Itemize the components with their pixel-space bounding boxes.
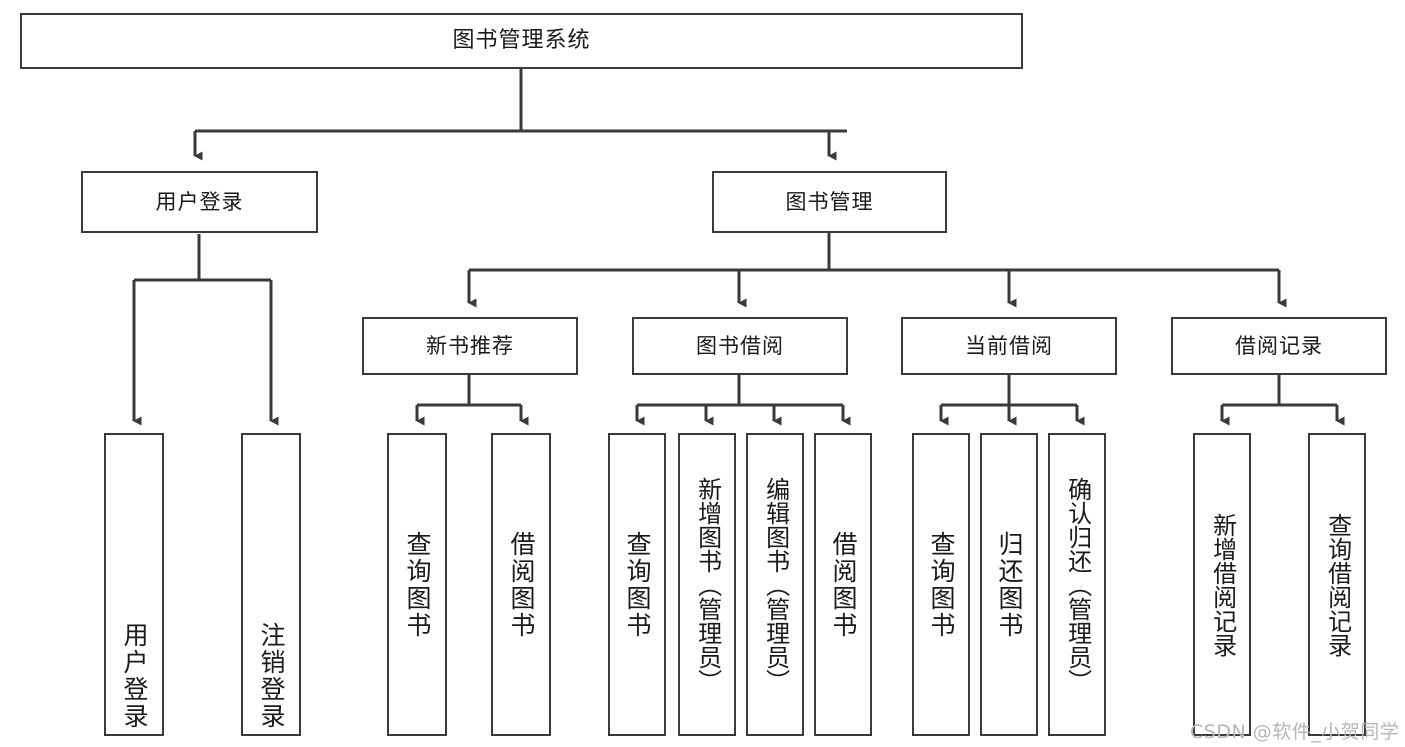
node-leaf-borrow-book-1-label: 借阅图书 [507, 530, 536, 639]
node-leaf-query-book-2[interactable]: 查询图书 [608, 433, 666, 736]
node-leaf-confirm-return-label: 确认归还（管理员） [1063, 476, 1092, 693]
node-book-management[interactable]: 图书管理 [712, 171, 947, 233]
node-root-system[interactable]: 图书管理系统 [20, 13, 1023, 69]
node-leaf-add-record-label: 新增借阅记录 [1208, 512, 1237, 657]
node-leaf-user-login[interactable]: 用户登录 [104, 433, 164, 736]
node-leaf-add-book[interactable]: 新增图书（管理员） [678, 433, 736, 736]
node-leaf-borrow-book-1[interactable]: 借阅图书 [491, 433, 551, 736]
node-leaf-borrow-book-2[interactable]: 借阅图书 [814, 433, 872, 736]
node-new-book-recommend-label: 新书推荐 [426, 333, 514, 358]
node-current-borrow-label: 当前借阅 [965, 333, 1053, 358]
node-leaf-logout-login[interactable]: 注销登录 [241, 433, 301, 736]
node-leaf-confirm-return[interactable]: 确认归还（管理员） [1048, 433, 1106, 736]
node-user-login[interactable]: 用户登录 [81, 171, 318, 233]
node-leaf-query-record-label: 查询借阅记录 [1323, 512, 1352, 657]
node-leaf-return-book-label: 归还图书 [995, 530, 1024, 639]
node-leaf-query-book-1-label: 查询图书 [403, 530, 432, 639]
node-leaf-logout-login-label: 注销登录 [257, 622, 286, 730]
node-borrow-record[interactable]: 借阅记录 [1171, 317, 1387, 375]
node-root-system-label: 图书管理系统 [452, 28, 591, 53]
node-leaf-add-book-label: 新增图书（管理员） [693, 476, 722, 693]
node-leaf-edit-book[interactable]: 编辑图书（管理员） [746, 433, 804, 736]
node-leaf-add-record[interactable]: 新增借阅记录 [1193, 433, 1251, 736]
node-leaf-user-login-label: 用户登录 [120, 622, 149, 730]
node-book-borrow-label: 图书借阅 [696, 333, 784, 358]
node-leaf-query-book-3-label: 查询图书 [927, 530, 956, 639]
csdn-watermark: CSDN @软件_小贺同学 [1190, 721, 1400, 743]
node-book-borrow[interactable]: 图书借阅 [632, 317, 848, 375]
node-borrow-record-label: 借阅记录 [1235, 333, 1323, 358]
node-leaf-query-record[interactable]: 查询借阅记录 [1308, 433, 1366, 736]
node-book-management-label: 图书管理 [785, 189, 874, 214]
node-leaf-borrow-book-2-label: 借阅图书 [829, 530, 858, 639]
node-leaf-return-book[interactable]: 归还图书 [980, 433, 1038, 736]
node-leaf-query-book-2-label: 查询图书 [623, 530, 652, 639]
node-new-book-recommend[interactable]: 新书推荐 [362, 317, 578, 375]
node-current-borrow[interactable]: 当前借阅 [901, 317, 1117, 375]
node-leaf-edit-book-label: 编辑图书（管理员） [761, 476, 790, 693]
node-leaf-query-book-3[interactable]: 查询图书 [912, 433, 970, 736]
node-leaf-query-book-1[interactable]: 查询图书 [387, 433, 447, 736]
node-user-login-label: 用户登录 [155, 189, 244, 214]
